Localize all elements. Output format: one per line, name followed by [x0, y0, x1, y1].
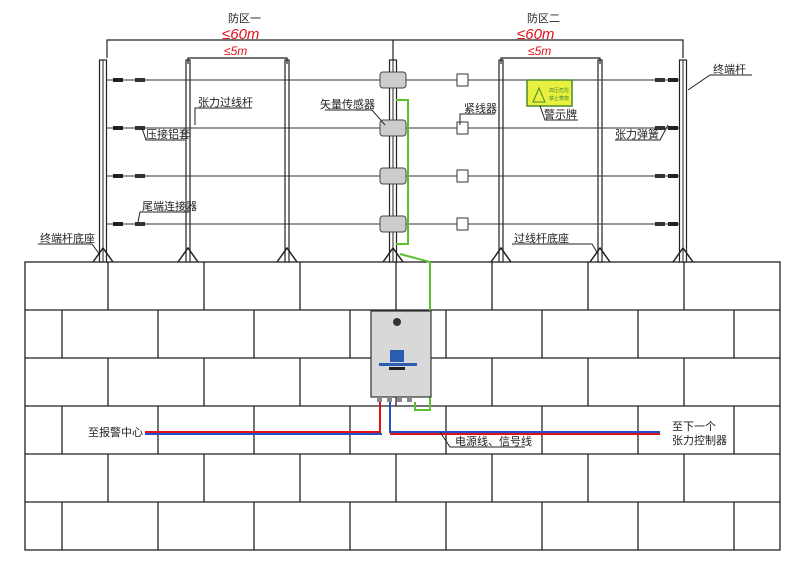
wire-fitting	[655, 174, 665, 178]
fence-wires	[107, 71, 680, 233]
wire-fitting	[668, 126, 678, 130]
wire-fitting	[135, 126, 145, 130]
label-post-base: 过线杆底座	[514, 231, 569, 245]
fence-post	[284, 59, 290, 263]
tightener	[456, 169, 469, 183]
label-tension-post: 张力过线杆	[198, 95, 253, 109]
component-labels: 终端杆 张力过线杆 矢量传感器 紧线器 警示牌 压接铝套 张力弹簧 尾端连接器 …	[40, 62, 746, 448]
zone2-spacing: ≤5m	[528, 44, 551, 58]
wire-fitting	[668, 174, 678, 178]
label-crimp-sleeve: 压接铝套	[146, 127, 190, 141]
callouts	[38, 74, 752, 448]
zone2-length: ≤60m	[517, 26, 554, 43]
zone-labels: 防区一 ≤60m ≤5m 防区二 ≤60m ≤5m	[222, 11, 560, 58]
sign-text-1: 高压危险	[549, 87, 569, 94]
post-base	[672, 246, 694, 263]
fence-post	[185, 59, 191, 263]
wire-fitting	[113, 78, 123, 82]
wire-fitting	[135, 78, 145, 82]
wire-fitting	[655, 126, 665, 130]
post-base	[382, 246, 404, 263]
wire-fitting	[655, 222, 665, 226]
tightener	[456, 217, 469, 231]
post-base	[177, 246, 199, 263]
label-warning-sign: 警示牌	[544, 107, 577, 121]
brick-wall	[24, 261, 781, 551]
label-vector-sensor: 矢量传感器	[320, 97, 375, 111]
wire-fitting	[135, 222, 145, 226]
label-end-post-base: 终端杆底座	[40, 231, 95, 245]
logo-icon	[390, 350, 404, 362]
controller-box	[370, 310, 432, 402]
wire-fitting	[655, 78, 665, 82]
post-base	[589, 246, 611, 263]
wire-fitting	[668, 222, 678, 226]
sign-text-2: 禁止攀爬	[549, 95, 569, 102]
label-to-next-1: 至下一个	[672, 420, 716, 433]
label-tail-connector: 尾端连接器	[142, 200, 197, 213]
fence-post	[597, 59, 603, 263]
green-sensor-cable	[396, 99, 431, 411]
label-power-signal-line: 电源线、信号线	[455, 434, 532, 448]
label-tightener: 紧线器	[464, 101, 497, 115]
post-base	[490, 246, 512, 263]
zone1-name: 防区一	[228, 11, 261, 25]
power-signal-lines	[145, 402, 660, 435]
warning-sign: 高压危险 禁止攀爬	[526, 79, 573, 107]
wire-fitting	[668, 78, 678, 82]
wire-fitting	[113, 174, 123, 178]
vector-sensor	[379, 119, 407, 137]
label-to-alarm-center: 至报警中心	[88, 425, 143, 439]
posts	[92, 59, 694, 263]
fence-post	[498, 59, 504, 263]
zone1-spacing: ≤5m	[224, 44, 247, 58]
post-base	[276, 246, 298, 263]
zone1-length: ≤60m	[222, 26, 259, 43]
wire-fitting	[113, 126, 123, 130]
vector-sensor	[379, 167, 407, 185]
dimension-lines	[106, 39, 684, 64]
wire-fitting	[113, 222, 123, 226]
label-end-post: 终端杆	[713, 62, 746, 76]
tightener	[456, 121, 469, 135]
wire-fitting	[135, 174, 145, 178]
vector-sensor	[379, 215, 407, 233]
post-base	[92, 246, 114, 263]
zone2-name: 防区二	[527, 11, 560, 25]
label-to-next-2: 张力控制器	[672, 433, 727, 447]
vector-sensor	[379, 71, 407, 89]
label-tension-spring: 张力弹簧	[615, 127, 659, 141]
tightener	[456, 73, 469, 87]
